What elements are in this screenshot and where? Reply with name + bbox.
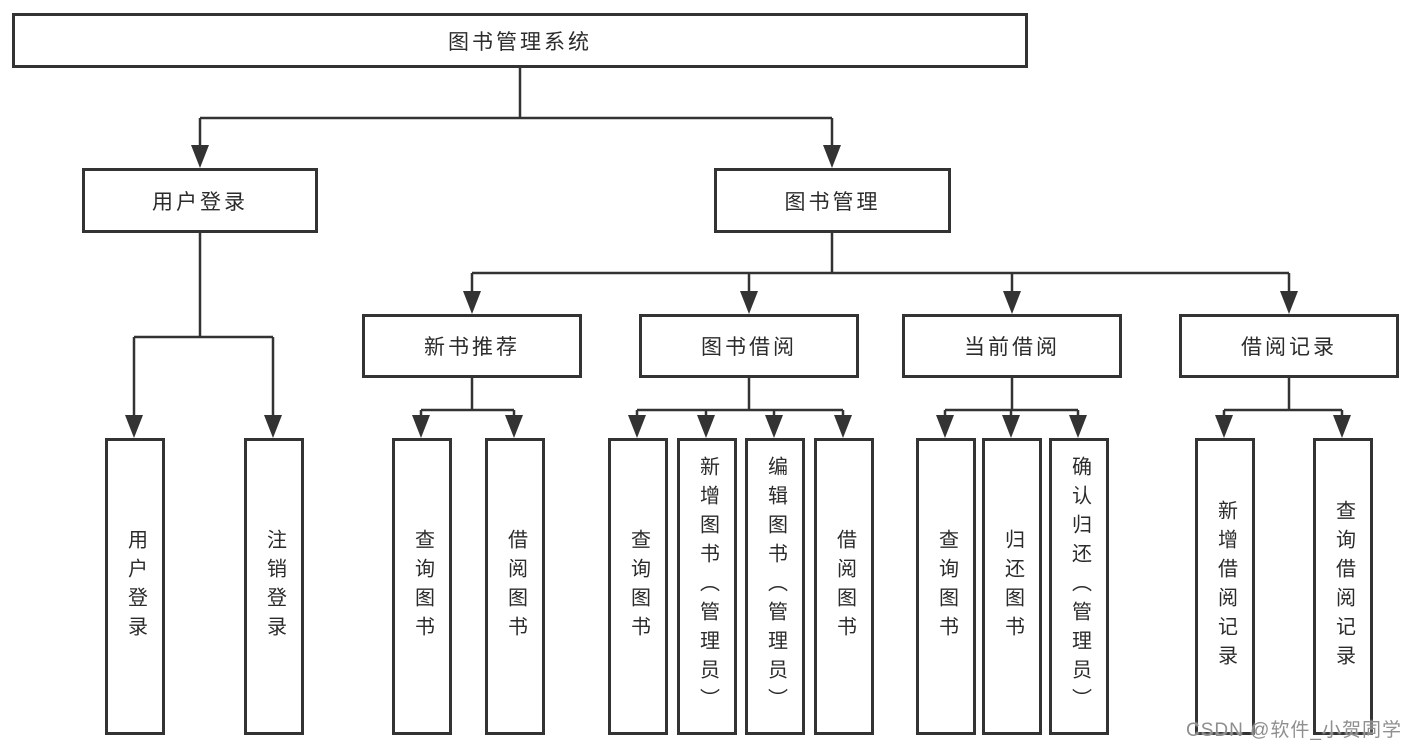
leaf-edit-book-admin: 编辑图书（管理员）: [745, 438, 805, 735]
csdn-watermark: CSDN @软件_小贺同学: [1186, 720, 1402, 741]
leaf-query-books-current: 查询图书: [916, 438, 976, 735]
node-user-login: 用户登录: [82, 168, 318, 233]
node-book-borrowing: 图书借阅: [639, 314, 859, 378]
arrow-down-icon: [765, 415, 783, 438]
leaf-user-login: 用户登录: [105, 438, 165, 735]
leaf-label: 查询图书: [935, 528, 958, 645]
arrow-down-icon: [264, 415, 282, 438]
leaf-query-books-recommend: 查询图书: [392, 438, 452, 735]
tree-branch-lines: [132, 68, 1344, 418]
node-current-borrowing: 当前借阅: [902, 314, 1122, 378]
node-new-book-recommend: 新书推荐: [362, 314, 582, 378]
leaf-label: 查询图书: [627, 528, 650, 645]
leaf-return-book: 归还图书: [982, 438, 1042, 735]
leaf-label: 查询图书: [411, 528, 434, 645]
leaf-query-borrow-record: 查询借阅记录: [1313, 438, 1373, 735]
leaf-label: 注销登录: [263, 528, 286, 645]
leaf-label: 新增借阅记录: [1214, 499, 1237, 674]
node-label: 图书管理: [784, 190, 881, 214]
leaf-label: 新增图书（管理员）: [696, 456, 719, 717]
node-label: 图书管理系统: [448, 30, 592, 54]
leaf-label: 归还图书: [1001, 528, 1024, 645]
node-label: 新书推荐: [424, 336, 520, 359]
arrow-down-icon: [505, 415, 523, 438]
leaf-label: 确认归还（管理员）: [1068, 456, 1091, 717]
leaf-confirm-return-admin: 确认归还（管理员）: [1049, 438, 1109, 735]
node-label: 当前借阅: [964, 336, 1060, 359]
arrow-down-icon: [1333, 415, 1351, 438]
leaf-label: 用户登录: [124, 528, 147, 645]
node-label: 图书借阅: [701, 336, 797, 359]
arrow-down-icon: [936, 415, 954, 438]
arrow-down-icon: [1280, 291, 1298, 314]
leaf-add-borrow-record: 新增借阅记录: [1195, 438, 1255, 735]
leaf-add-book-admin: 新增图书（管理员）: [677, 438, 737, 735]
arrow-down-icon: [740, 291, 758, 314]
leaf-logout: 注销登录: [244, 438, 304, 735]
arrow-down-icon: [125, 415, 143, 438]
node-label: 用户登录: [152, 190, 248, 214]
node-borrowing-records: 借阅记录: [1179, 314, 1399, 378]
leaf-borrow-books-recommend: 借阅图书: [485, 438, 545, 735]
arrow-down-icon: [463, 291, 481, 314]
arrow-down-icon: [1215, 415, 1233, 438]
arrow-down-icon: [697, 415, 715, 438]
leaf-query-books-borrowing: 查询图书: [608, 438, 668, 735]
leaf-borrow-books: 借阅图书: [814, 438, 874, 735]
node-book-management: 图书管理: [714, 168, 951, 233]
leaf-label: 借阅图书: [504, 528, 527, 645]
leaf-label: 编辑图书（管理员）: [764, 456, 787, 717]
arrow-down-icon: [1002, 415, 1020, 438]
leaf-label: 借阅图书: [833, 528, 856, 645]
node-library-management-system: 图书管理系统: [12, 13, 1028, 68]
node-label: 借阅记录: [1241, 336, 1337, 359]
arrow-down-icon: [1003, 291, 1021, 314]
arrow-down-icon: [412, 415, 430, 438]
arrowheads: [125, 145, 1351, 438]
arrow-down-icon: [628, 415, 646, 438]
arrow-down-icon: [834, 415, 852, 438]
leaf-label: 查询借阅记录: [1332, 499, 1355, 674]
arrow-down-icon: [191, 145, 209, 168]
arrow-down-icon: [823, 145, 841, 168]
arrow-down-icon: [1069, 415, 1087, 438]
